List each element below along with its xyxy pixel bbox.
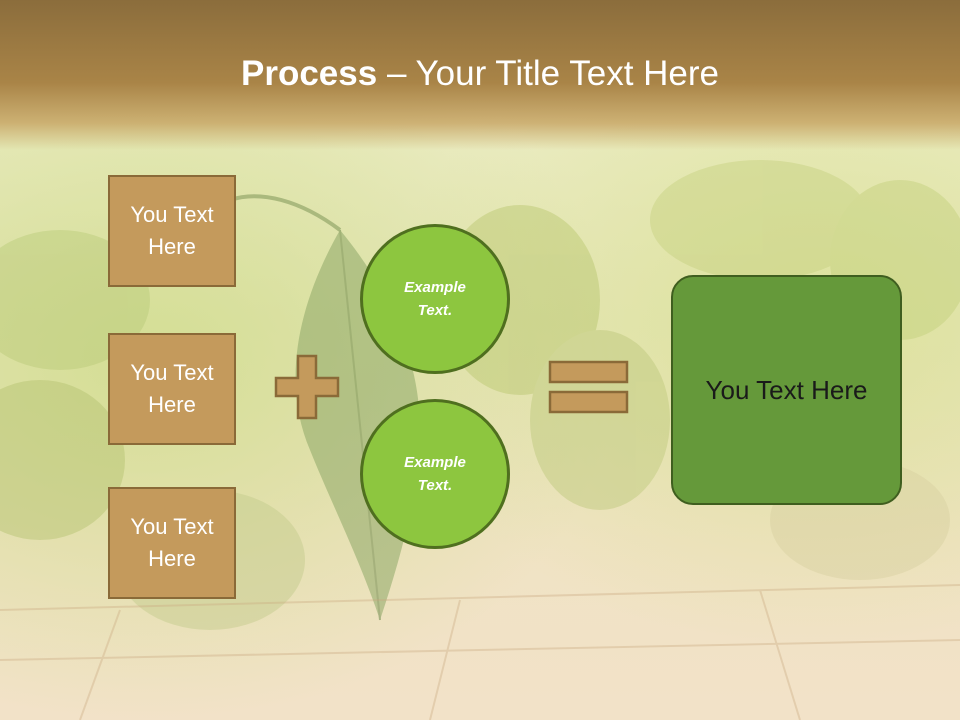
title-bold-part: Process	[241, 54, 378, 93]
result-box[interactable]: You Text Here	[671, 275, 902, 505]
example-circle-1[interactable]: Example Text.	[360, 224, 510, 374]
input-box-1[interactable]: You Text Here	[108, 175, 236, 287]
equals-icon	[548, 360, 629, 414]
input-box-3[interactable]: You Text Here	[108, 487, 236, 599]
slide-title: Process – Your Title Text Here	[0, 52, 960, 96]
plus-icon	[274, 354, 340, 420]
title-regular-part: – Your Title Text Here	[377, 54, 719, 93]
title-bar	[0, 0, 960, 150]
example-circle-2[interactable]: Example Text.	[360, 399, 510, 549]
input-box-2[interactable]: You Text Here	[108, 333, 236, 445]
